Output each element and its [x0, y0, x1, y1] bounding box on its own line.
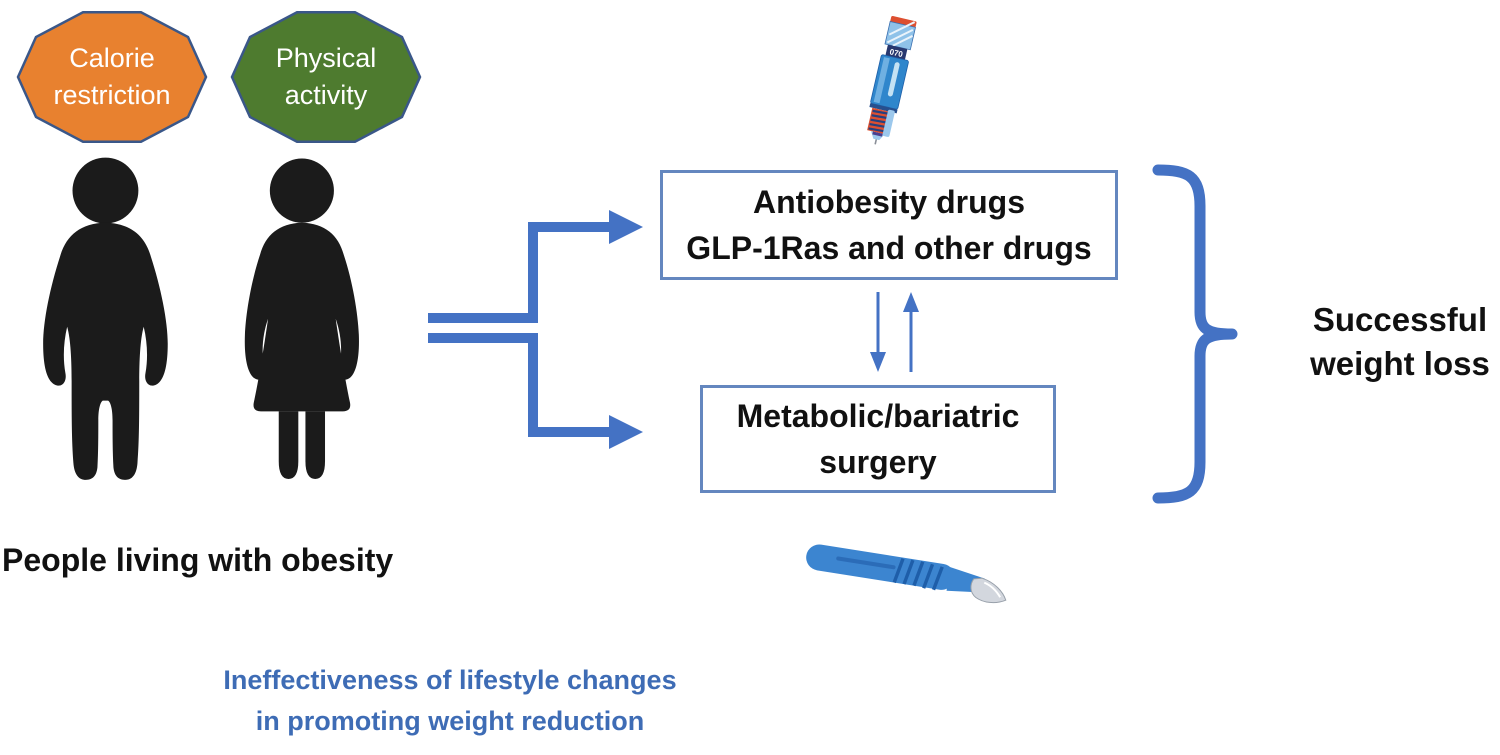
- activity-line1: Physical: [275, 43, 377, 73]
- decagon-shape: [16, 11, 208, 143]
- people-figures: [43, 157, 359, 480]
- physical-activity-label: Physical activity: [228, 6, 424, 148]
- pen-group: 070: [867, 15, 917, 145]
- surgery-box: Metabolic/bariatric surgery: [700, 385, 1056, 493]
- surgery-box-line2: surgery: [819, 444, 937, 480]
- calorie-restriction-label: Calorie restriction: [14, 6, 210, 148]
- outcome-brace: [1152, 164, 1238, 504]
- man-head: [72, 157, 139, 224]
- pen-needle: [874, 139, 878, 145]
- people-caption: People living with obesity: [2, 542, 394, 578]
- drugs-box-line1: Antiobesity drugs: [752, 184, 1025, 220]
- brace-path: [1152, 164, 1238, 504]
- woman-body: [244, 222, 359, 412]
- outcome-line2: weight loss: [1310, 345, 1490, 382]
- obese-woman-silhouette: [244, 158, 359, 479]
- pen-dose-value: 070: [889, 47, 905, 59]
- lifestyle-ineffectiveness-note: Ineffectiveness of lifestyle changes in …: [160, 660, 740, 742]
- scalpel-group: [806, 544, 1007, 604]
- scalpel-blade: [970, 577, 1007, 604]
- down-arrow-head: [870, 352, 886, 372]
- obese-man-silhouette: [43, 157, 168, 480]
- arrow-to-surgery-head: [609, 415, 643, 449]
- arrow-to-drugs-head: [609, 210, 643, 244]
- drugs-box-line2: GLP-1Ras and other drugs: [686, 230, 1092, 266]
- calorie-restriction-shape: [16, 11, 208, 143]
- note-line1: Ineffectiveness of lifestyle changes: [223, 665, 677, 695]
- exchange-arrows: [870, 292, 919, 372]
- drugs-box: Antiobesity drugs GLP-1Ras and other dru…: [660, 170, 1118, 280]
- calorie-line1: Calorie: [69, 43, 155, 73]
- decagon-shape: [230, 11, 422, 143]
- calorie-line2: restriction: [53, 80, 171, 110]
- note-line2: in promoting weight reduction: [255, 706, 645, 736]
- physical-activity-shape: [230, 11, 422, 143]
- pen-dose-display: [885, 44, 908, 60]
- outcome-label: Successful weight loss: [1300, 298, 1500, 386]
- fork-arrows: [428, 210, 643, 449]
- up-arrow-head: [903, 292, 919, 312]
- arrow-to-surgery-line: [428, 333, 611, 437]
- scalpel-icon: [806, 544, 1007, 604]
- arrow-to-drugs-line: [428, 222, 611, 323]
- woman-left-leg: [278, 411, 299, 479]
- surgery-box-line1: Metabolic/bariatric: [736, 398, 1020, 434]
- woman-right-leg: [305, 411, 326, 479]
- injection-pen-icon: 070: [867, 15, 917, 145]
- activity-line2: activity: [284, 80, 368, 110]
- outcome-line1: Successful: [1312, 301, 1488, 338]
- woman-head: [269, 158, 334, 223]
- man-body: [43, 222, 168, 480]
